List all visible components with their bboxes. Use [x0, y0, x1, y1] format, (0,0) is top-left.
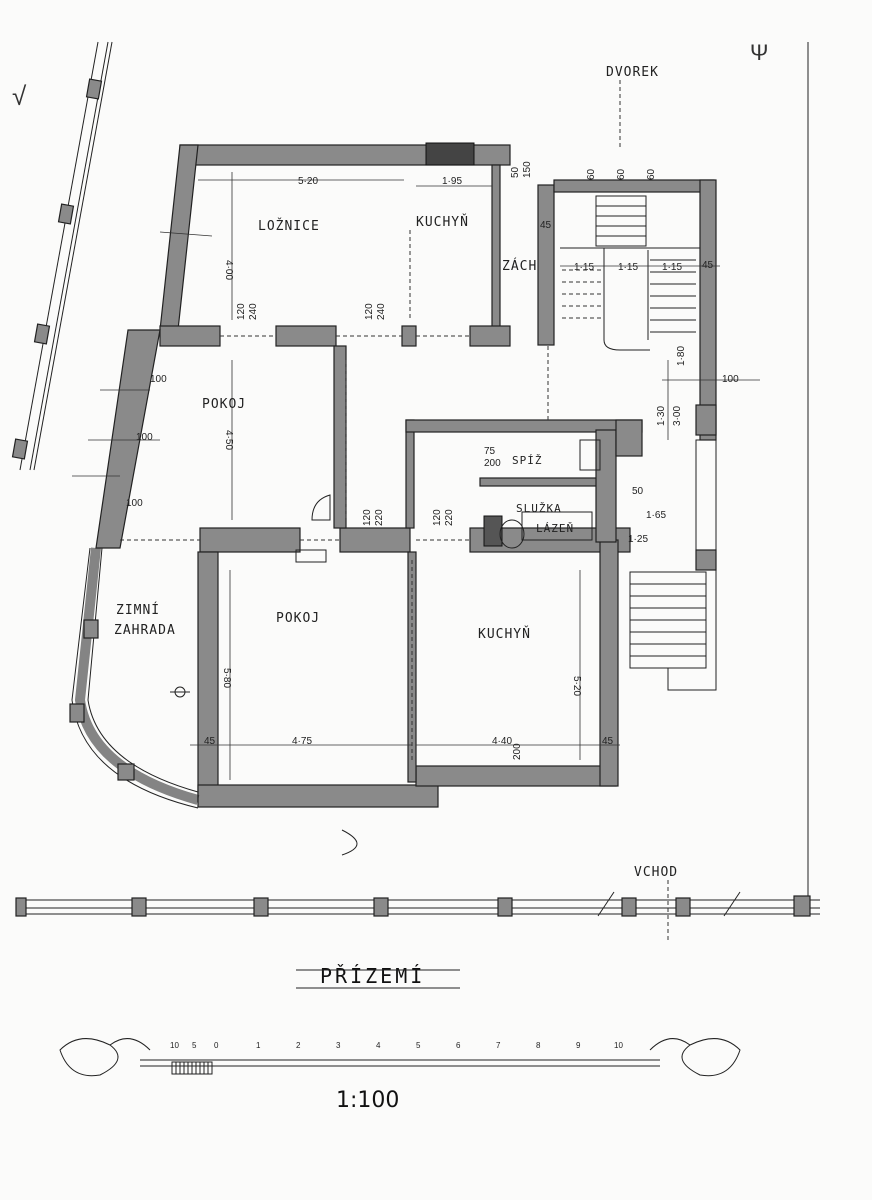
entrance-steps [629, 439, 717, 691]
dim-45-d: 45 [702, 260, 714, 271]
dim-400: 4·00 [223, 260, 234, 280]
dim-45-a: 45 [204, 736, 216, 747]
room-sluzka: SLUŽKA [516, 502, 562, 515]
dim-115-b: 1·15 [618, 262, 638, 273]
scale-ornament-right [681, 1038, 741, 1077]
dim-130: 1·30 [656, 406, 667, 426]
dim-180: 1·80 [676, 346, 687, 366]
corner-mark-right: Ψ [750, 40, 768, 65]
dim-240-b: 240 [376, 303, 387, 320]
dim-150: 150 [522, 161, 533, 178]
dim-120-a: 120 [236, 303, 247, 320]
dim-475: 4·75 [292, 736, 312, 747]
scale-bar: 10 5 0 1 2 3 4 5 6 7 8 9 10 [59, 1038, 741, 1077]
dim-120-b: 120 [364, 303, 375, 320]
scale-tick-6: 4 [376, 1041, 381, 1050]
dim-220-b: 220 [444, 509, 455, 526]
dim-300: 3·00 [672, 406, 683, 426]
dim-60-b: 60 [616, 168, 627, 180]
room-lazen: LÁZEŇ [536, 522, 574, 535]
room-zimni: ZIMNÍ [116, 602, 160, 618]
street-fence-bottom [15, 891, 820, 917]
window-openings [120, 230, 549, 760]
plan-title: PŘÍZEMÍ [320, 964, 425, 988]
scale-tick-9: 7 [496, 1041, 501, 1050]
room-pokoj-upper: POKOJ [202, 397, 246, 412]
dim-50-b: 50 [510, 166, 521, 178]
scale-label: 1:100 [336, 1088, 399, 1113]
room-kuchyn-lower: KUCHYŇ [478, 626, 531, 642]
dim-115-c: 1·15 [662, 262, 682, 273]
scale-tick-0: 10 [170, 1041, 179, 1050]
exterior-walls [95, 142, 717, 808]
room-kuchyn-top: KUCHYŇ [416, 214, 469, 230]
main-staircase [560, 195, 700, 351]
scale-tick-5: 3 [336, 1041, 341, 1050]
dim-120-d: 120 [432, 509, 443, 526]
dim-50-a: 50 [632, 486, 644, 497]
dim-580: 5·80 [221, 668, 232, 688]
room-zahrada: ZAHRADA [114, 623, 176, 638]
room-spiz: SPÍŽ [512, 454, 543, 467]
dim-115-a: 1·15 [574, 262, 594, 273]
room-dvorek: DVOREK [606, 65, 659, 80]
scale-ornament-left [59, 1038, 119, 1077]
dim-220-a: 220 [374, 509, 385, 526]
dim-45-b: 45 [602, 736, 614, 747]
scale-tick-12: 10 [614, 1041, 623, 1050]
dim-520b: 5·20 [571, 676, 582, 696]
scale-tick-2: 0 [214, 1041, 219, 1050]
dim-195: 1·95 [442, 176, 462, 187]
room-loznice: LOŽNICE [258, 218, 320, 234]
dim-75: 75 [484, 446, 496, 457]
corner-mark-left: √ [12, 81, 27, 111]
scale-tick-4: 2 [296, 1041, 301, 1050]
dim-520: 5·20 [298, 176, 318, 187]
dim-60-a: 60 [586, 168, 597, 180]
dim-120-c: 120 [362, 509, 373, 526]
dim-200-a: 200 [484, 458, 501, 469]
dim-100-a: 100 [150, 374, 167, 385]
scale-tick-11: 9 [576, 1041, 581, 1050]
dim-440: 4·40 [492, 736, 512, 747]
room-zach: ZÁCH [502, 258, 537, 274]
dim-125: 1·25 [628, 534, 648, 545]
dim-165: 1·65 [646, 510, 666, 521]
scale-tick-7: 5 [416, 1041, 421, 1050]
room-pokoj-lower: POKOJ [276, 611, 320, 626]
dim-100-b: 100 [136, 432, 153, 443]
dim-60-c: 60 [646, 168, 657, 180]
scale-tick-10: 8 [536, 1041, 541, 1050]
dimension-lines [72, 172, 760, 780]
dim-100-c: 100 [126, 498, 143, 509]
dim-100-d: 100 [722, 374, 739, 385]
dim-450: 4·50 [223, 430, 234, 450]
fixtures [170, 439, 601, 856]
scale-tick-8: 6 [456, 1041, 461, 1050]
dim-45-c: 45 [540, 220, 552, 231]
room-vchod: VCHOD [634, 865, 678, 880]
scale-tick-3: 1 [256, 1041, 261, 1050]
scale-tick-1: 5 [192, 1041, 197, 1050]
winter-garden-curve [69, 547, 200, 809]
dim-240-a: 240 [248, 303, 259, 320]
street-fence-left [11, 41, 113, 471]
dim-200-b: 200 [512, 743, 523, 760]
